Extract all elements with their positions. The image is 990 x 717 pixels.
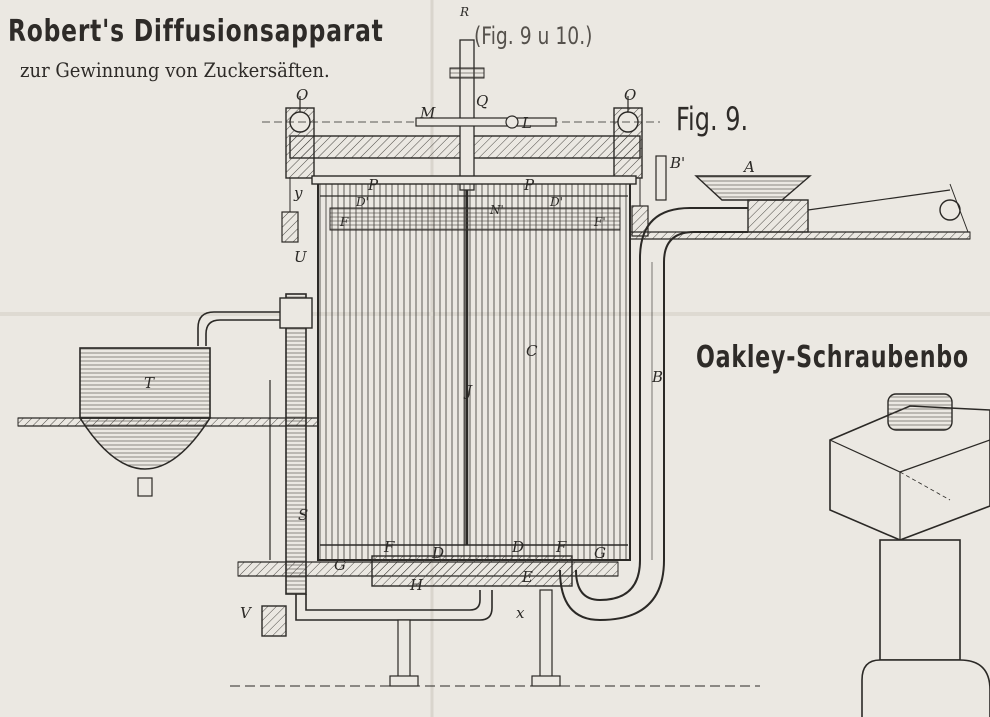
part-labels: R Q M L O O B' A P P D' N' D' F' F' y U … <box>144 5 755 622</box>
label-l: L <box>521 114 532 132</box>
label-f-prime-right: F' <box>593 215 606 229</box>
label-a: A <box>742 158 755 176</box>
label-g-right: G <box>594 544 606 562</box>
support-legs <box>389 589 561 687</box>
label-h: H <box>409 576 424 594</box>
label-d-left: D <box>431 544 444 562</box>
label-d-prime-left: D' <box>355 195 369 209</box>
return-pipe-b <box>559 207 748 622</box>
label-b: B <box>651 368 663 386</box>
feed-hopper <box>655 155 969 233</box>
label-x: x <box>516 604 525 622</box>
label-n-prime: N' <box>489 203 504 217</box>
label-f-left: F <box>383 538 395 556</box>
counterweights <box>281 178 649 243</box>
label-p-left: P <box>367 176 379 194</box>
label-s: S <box>298 506 308 524</box>
label-f-right: F <box>555 538 567 556</box>
label-o-left: O <box>296 86 308 104</box>
plate-subtitle: zur Gewinnung von Zuckersäften. <box>20 58 330 82</box>
label-e: E <box>521 568 533 586</box>
label-b-prime: B' <box>669 154 685 172</box>
label-f-prime-left: F' <box>339 215 352 229</box>
side-pipe-s <box>197 293 493 637</box>
label-u: U <box>294 248 308 266</box>
label-t: T <box>144 374 155 392</box>
plate-title-figure-reference: (Fig. 9 u 10.) <box>474 22 593 50</box>
label-j: J <box>463 382 473 400</box>
label-q: Q <box>476 92 488 110</box>
label-d-prime-right: D' <box>549 195 563 209</box>
label-v: V <box>240 604 253 622</box>
label-r: R <box>459 5 469 19</box>
label-g-left: G <box>334 556 346 574</box>
figure-number: Fig. 9. <box>676 100 749 138</box>
oakley-heading: Oakley-Schraubenbo <box>696 340 969 375</box>
label-m: M <box>419 104 436 122</box>
plate-title: Robert's Diffusionsapparat <box>8 14 384 49</box>
label-y: y <box>293 184 303 202</box>
label-c: C <box>526 342 538 360</box>
label-d-right: D <box>511 538 524 556</box>
vessel-t <box>78 347 212 497</box>
diffuser-vessel <box>311 175 637 587</box>
label-p-right: P <box>523 176 535 194</box>
oakley-screw-box <box>829 393 990 717</box>
label-o-right: O <box>624 86 636 104</box>
